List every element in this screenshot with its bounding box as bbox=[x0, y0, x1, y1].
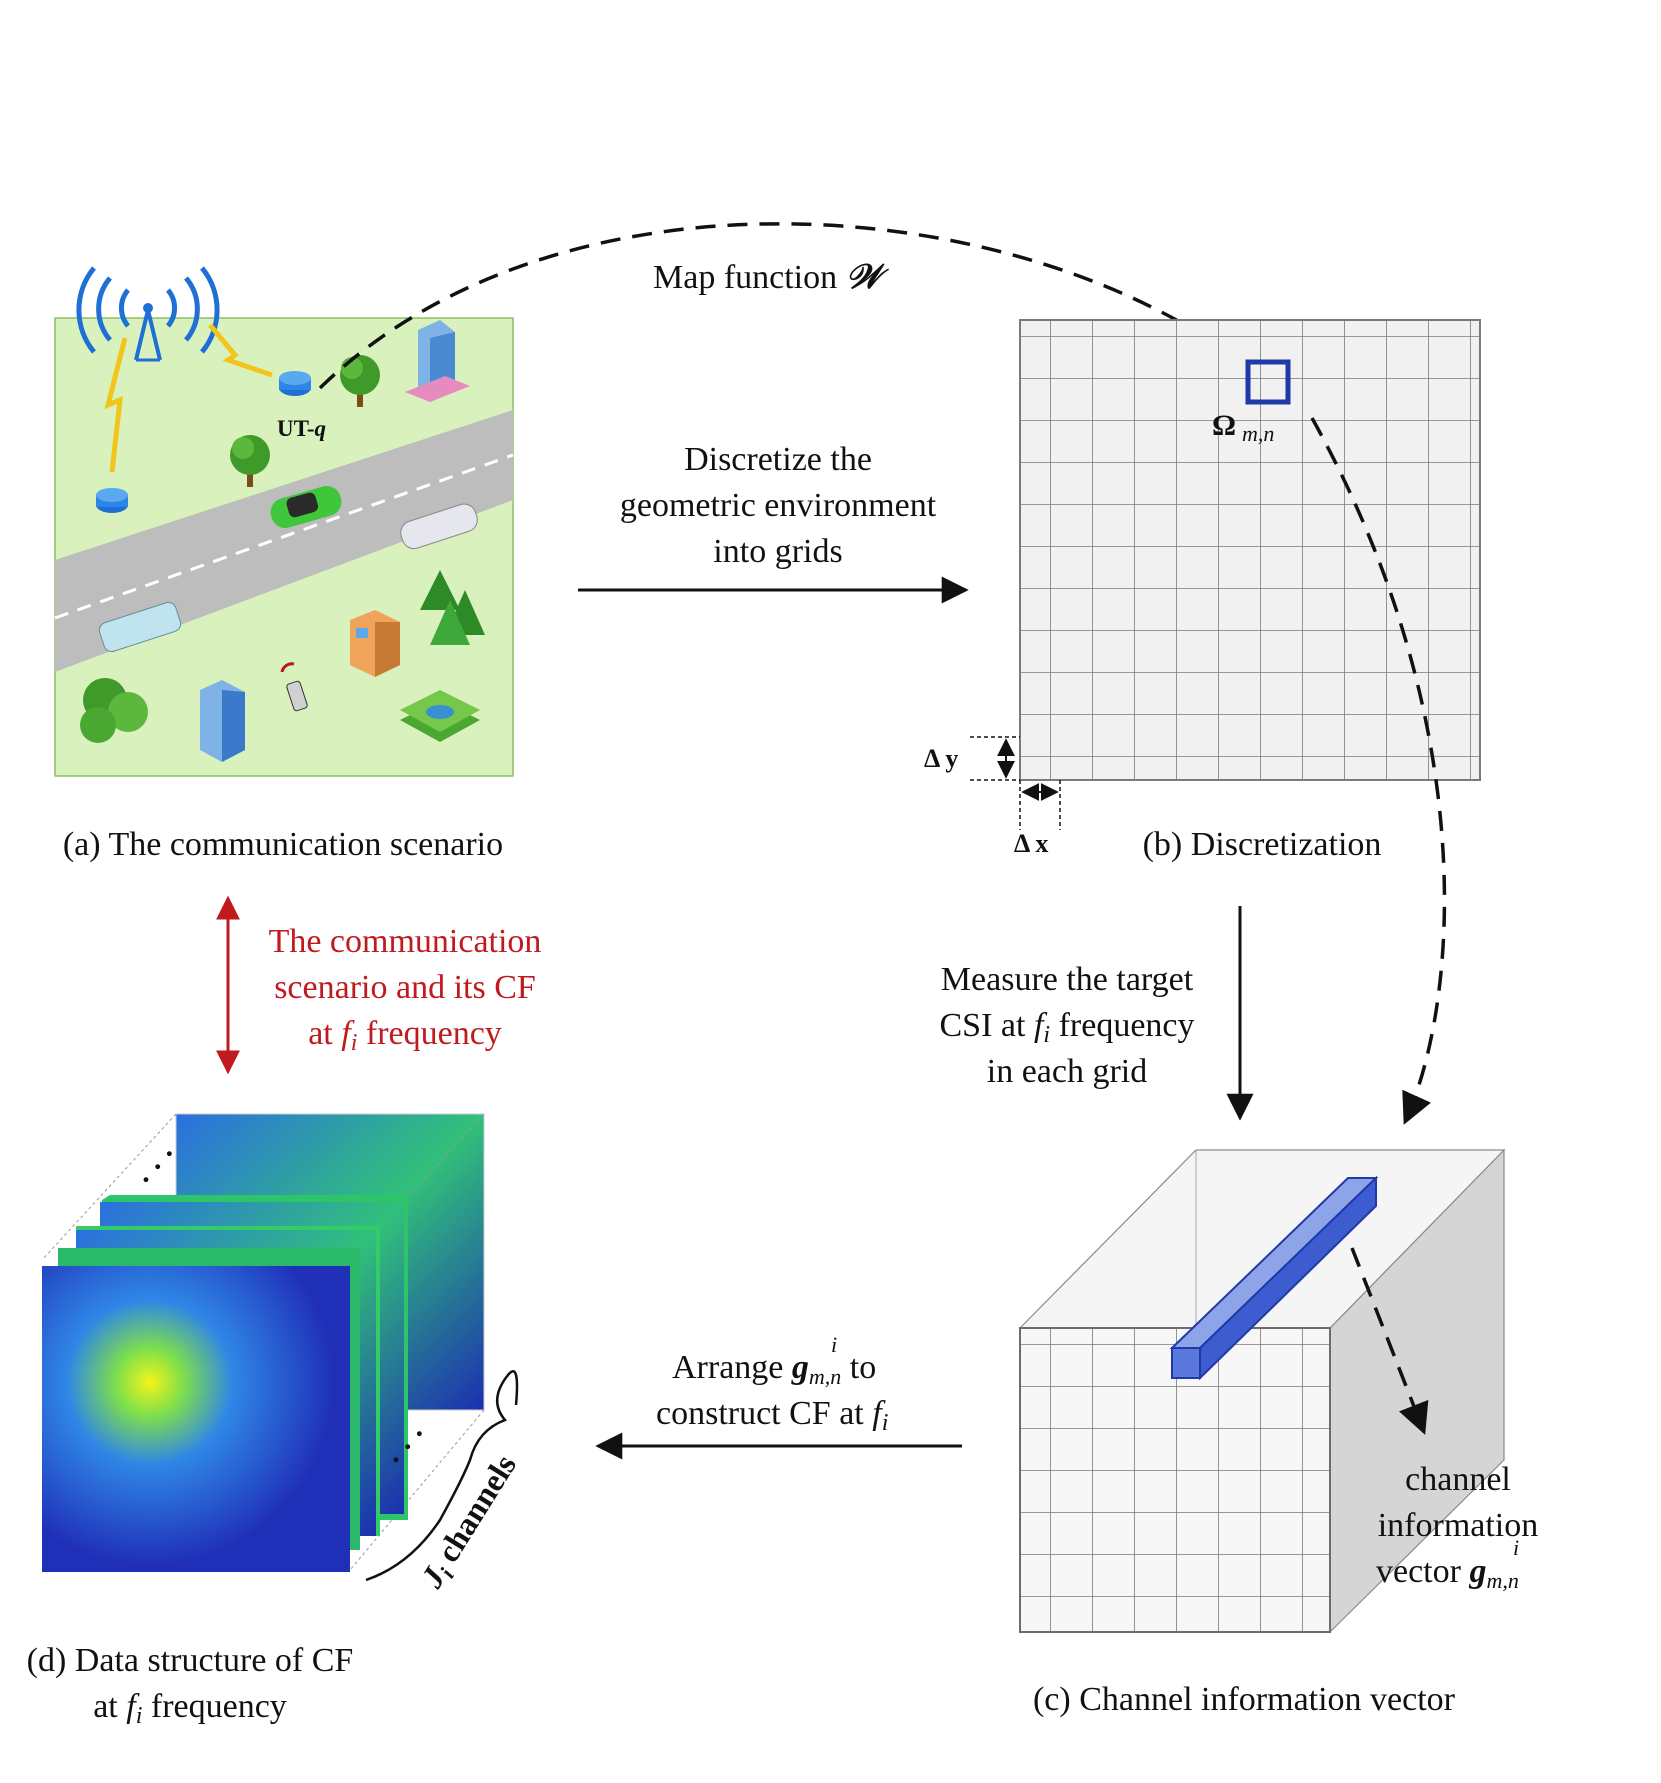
vector-label-line2: information bbox=[1378, 1507, 1539, 1544]
discretize-text-line1: Discretize the bbox=[684, 441, 872, 478]
park-icon bbox=[400, 690, 480, 742]
base-station-icon bbox=[76, 266, 220, 362]
arrange-sup: i bbox=[831, 1332, 837, 1357]
vector-label-line1: channel bbox=[1405, 1461, 1511, 1498]
channel-vector-caption: (c) Channel information vector bbox=[1033, 1681, 1456, 1718]
cf-caption-line1: (d) Data structure of CF bbox=[27, 1642, 354, 1679]
map-function-arc bbox=[318, 222, 1253, 390]
delta-y-label: Δ y bbox=[924, 744, 958, 773]
delta-x-label: Δ x bbox=[1014, 829, 1048, 858]
van-icon bbox=[98, 601, 182, 653]
arrange-text-line2: construct CF at fi bbox=[656, 1395, 888, 1436]
tree-icon bbox=[340, 355, 380, 407]
user-terminal-icon bbox=[96, 488, 128, 513]
measure-text-line2: CSI at fi frequency bbox=[940, 1007, 1195, 1048]
channel-vector-bar bbox=[1169, 1175, 1379, 1381]
discretize-text-line2: geometric environment bbox=[620, 487, 937, 524]
discretization-caption: (b) Discretization bbox=[1143, 826, 1382, 863]
vector-label-line3: vector gm,n bbox=[1376, 1553, 1519, 1593]
tree-icon bbox=[230, 435, 270, 487]
lightning-icon bbox=[104, 337, 128, 473]
building-icon bbox=[200, 680, 245, 762]
discretize-text-line3: into grids bbox=[713, 533, 842, 570]
omega-grid-cell bbox=[1245, 359, 1291, 405]
car-icon bbox=[400, 503, 478, 550]
channels-brace bbox=[365, 1370, 519, 1582]
phone-icon bbox=[280, 662, 308, 712]
measure-text-line3: in each grid bbox=[987, 1053, 1148, 1090]
ut-label: UT-q bbox=[277, 416, 326, 441]
relation-line1: The communication bbox=[269, 923, 542, 960]
channels-label: Ji channels bbox=[413, 1448, 527, 1597]
relation-line3: at fi frequency bbox=[308, 1015, 502, 1056]
discretization-grid bbox=[1019, 319, 1481, 781]
building-icon bbox=[350, 610, 400, 677]
omega-to-vector-arc bbox=[1310, 417, 1447, 1125]
tree-icon bbox=[420, 570, 485, 645]
building-icon bbox=[405, 320, 470, 402]
vector-label-arrow bbox=[1350, 1247, 1429, 1435]
user-terminal-icon bbox=[279, 371, 311, 396]
tree-icon bbox=[80, 678, 148, 743]
road-marking bbox=[54, 453, 514, 620]
cf-stack: · · · · · · bbox=[41, 1113, 485, 1572]
scenario-panel: UT-q bbox=[54, 266, 514, 777]
car-icon bbox=[270, 485, 342, 529]
map-function-label: Map function 𝒲 bbox=[653, 259, 890, 296]
relation-line2: scenario and its CF bbox=[274, 969, 536, 1006]
cf-front-slab bbox=[42, 1266, 350, 1572]
cf-caption-line2: at fi frequency bbox=[93, 1688, 287, 1729]
lightning-icon bbox=[208, 323, 273, 378]
scenario-caption: (a) The communication scenario bbox=[63, 826, 503, 863]
measure-text-line1: Measure the target bbox=[941, 961, 1194, 998]
vector-label-sup: i bbox=[1513, 1535, 1519, 1560]
arrange-text-line1: Arrange gm,n to bbox=[672, 1349, 876, 1389]
